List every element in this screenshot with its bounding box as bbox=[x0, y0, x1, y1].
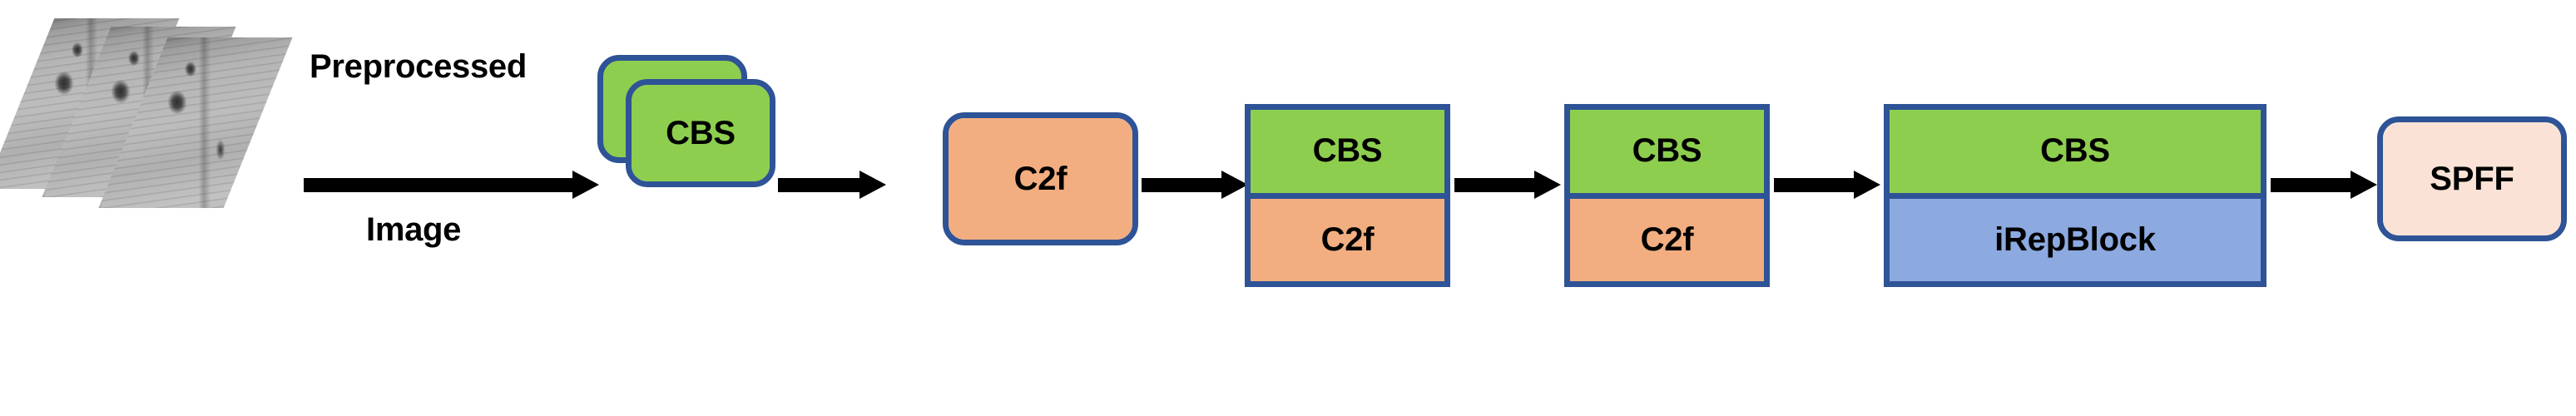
node-cbs-c2f-2-top-label: CBS bbox=[1570, 110, 1764, 193]
node-cbs-c2f-2-bottom-label: C2f bbox=[1570, 192, 1764, 281]
arrow-block1-to-block2 bbox=[1454, 171, 1561, 199]
node-c2f[interactable]: C2f bbox=[943, 112, 1138, 245]
arrow-shaft bbox=[1774, 178, 1854, 192]
node-cbs-irepblock-top-label: CBS bbox=[1890, 110, 2261, 193]
node-cbs-stacked[interactable]: CBS bbox=[626, 79, 775, 187]
node-spff-label: SPFF bbox=[2383, 122, 2561, 235]
arrow-block2-to-irepblock bbox=[1774, 171, 1880, 199]
node-cbs-c2f-2[interactable]: CBS C2f bbox=[1564, 104, 1770, 287]
arrow-shaft bbox=[304, 178, 572, 192]
arrow-shaft bbox=[1454, 178, 1534, 192]
node-cbs-c2f-1-bottom-label: C2f bbox=[1251, 192, 1444, 281]
node-cbs-irepblock[interactable]: CBS iRepBlock bbox=[1884, 104, 2266, 287]
arrow-head bbox=[1221, 171, 1248, 199]
node-cbs-stacked-label: CBS bbox=[632, 85, 770, 181]
edge-label-preprocessed: Preprocessed bbox=[310, 48, 527, 85]
arrow-shaft bbox=[1142, 178, 1221, 192]
arrow-c2f-to-block1 bbox=[1142, 171, 1248, 199]
arrow-input-to-cbs bbox=[304, 171, 599, 199]
node-spff[interactable]: SPFF bbox=[2377, 116, 2567, 241]
node-cbs-irepblock-bottom-label: iRepBlock bbox=[1890, 192, 2261, 281]
preprocessed-image-stack bbox=[0, 0, 316, 208]
arrow-irepblock-to-spff bbox=[2271, 171, 2377, 199]
node-cbs-c2f-1[interactable]: CBS C2f bbox=[1245, 104, 1450, 287]
node-cbs-c2f-1-top-label: CBS bbox=[1251, 110, 1444, 193]
node-c2f-label: C2f bbox=[949, 118, 1132, 240]
arrow-head bbox=[1534, 171, 1561, 199]
arrow-head bbox=[572, 171, 599, 199]
arrow-shaft bbox=[778, 178, 859, 192]
arrow-cbs-to-c2f bbox=[778, 171, 886, 199]
arrow-shaft bbox=[2271, 178, 2351, 192]
edge-label-image: Image bbox=[366, 211, 462, 248]
arrow-head bbox=[2351, 171, 2377, 199]
arrow-head bbox=[859, 171, 886, 199]
arrow-head bbox=[1854, 171, 1880, 199]
